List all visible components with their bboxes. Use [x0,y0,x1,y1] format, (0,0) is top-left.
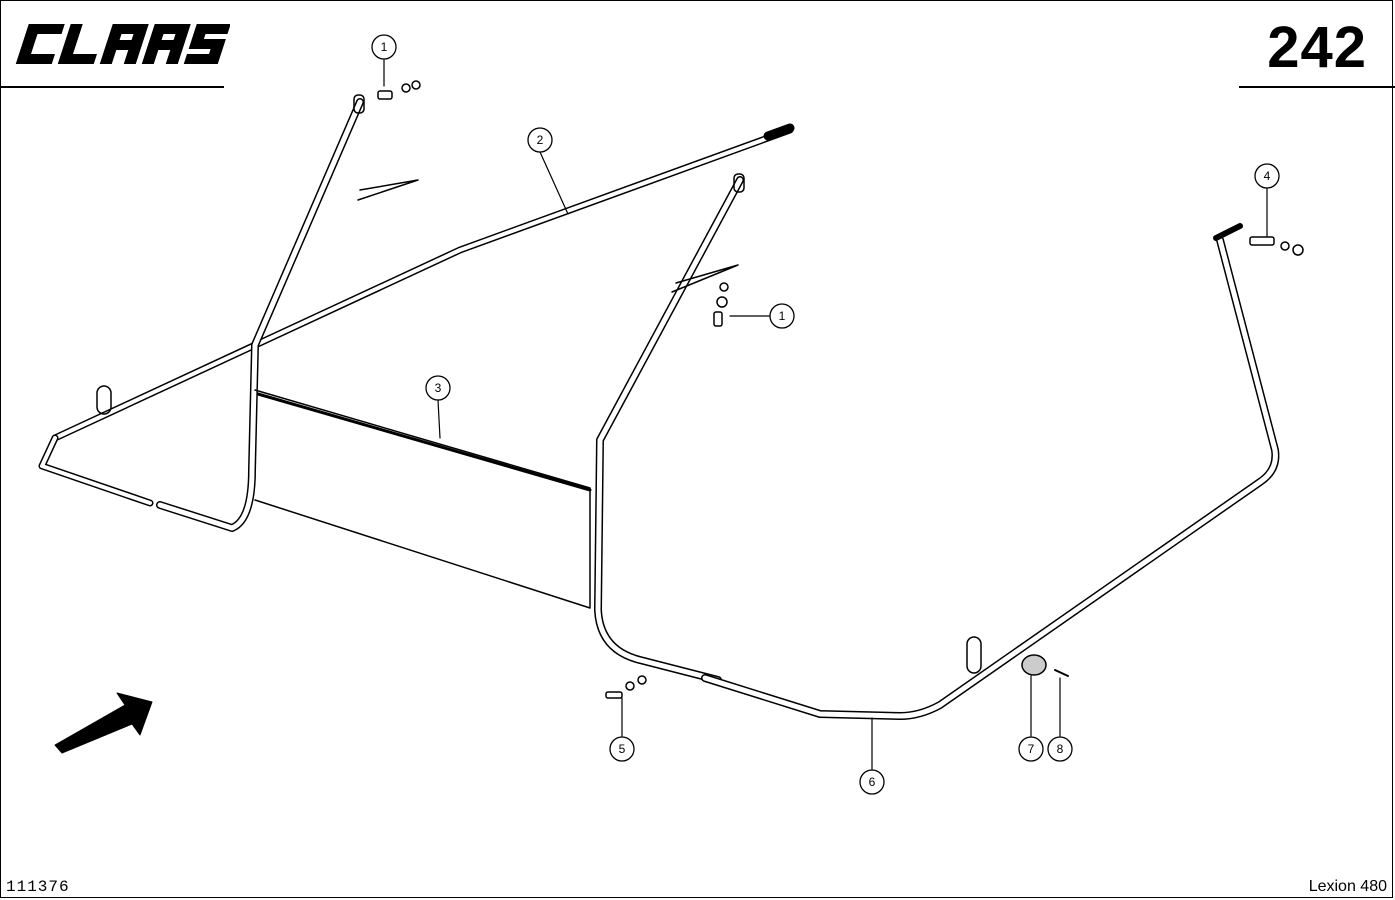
callout-4-label: 4 [1264,169,1271,183]
callout-7-label: 7 [1028,742,1035,756]
callout-5: 5 [609,736,635,762]
hardware-bolts [377,80,1304,699]
callout-8: 8 [1047,736,1073,762]
callout-1-mid: 1 [769,303,795,329]
callout-6-label: 6 [869,775,876,789]
part-3-panel [254,389,592,609]
callout-7: 7 [1018,736,1044,762]
callout-2: 2 [527,127,553,153]
claas-logo [15,24,230,64]
drawing-id: 111376 [6,878,70,896]
callout-8-label: 8 [1057,742,1064,756]
leader-lines [383,59,1268,771]
part-6-guard-bar [701,223,1280,720]
callout-1-top: 1 [371,34,397,60]
part-2-rail [38,123,795,507]
header-rule-left [0,86,224,88]
callout-4: 4 [1254,163,1280,189]
callout-3-label: 3 [435,381,442,395]
direction-arrow [54,692,153,754]
callout-5-label: 5 [619,742,626,756]
callout-2-label: 2 [537,133,544,147]
left-support-bar [156,94,419,532]
callout-1-mid-label: 1 [779,309,786,323]
middle-support-bar [594,173,745,684]
model-name: Lexion 480 [1308,878,1387,895]
callout-6: 6 [859,769,885,795]
callout-1-top-label: 1 [381,40,388,54]
page-number: 242 [1267,15,1367,80]
callout-3: 3 [425,375,451,401]
header-rule-right [1239,86,1395,88]
